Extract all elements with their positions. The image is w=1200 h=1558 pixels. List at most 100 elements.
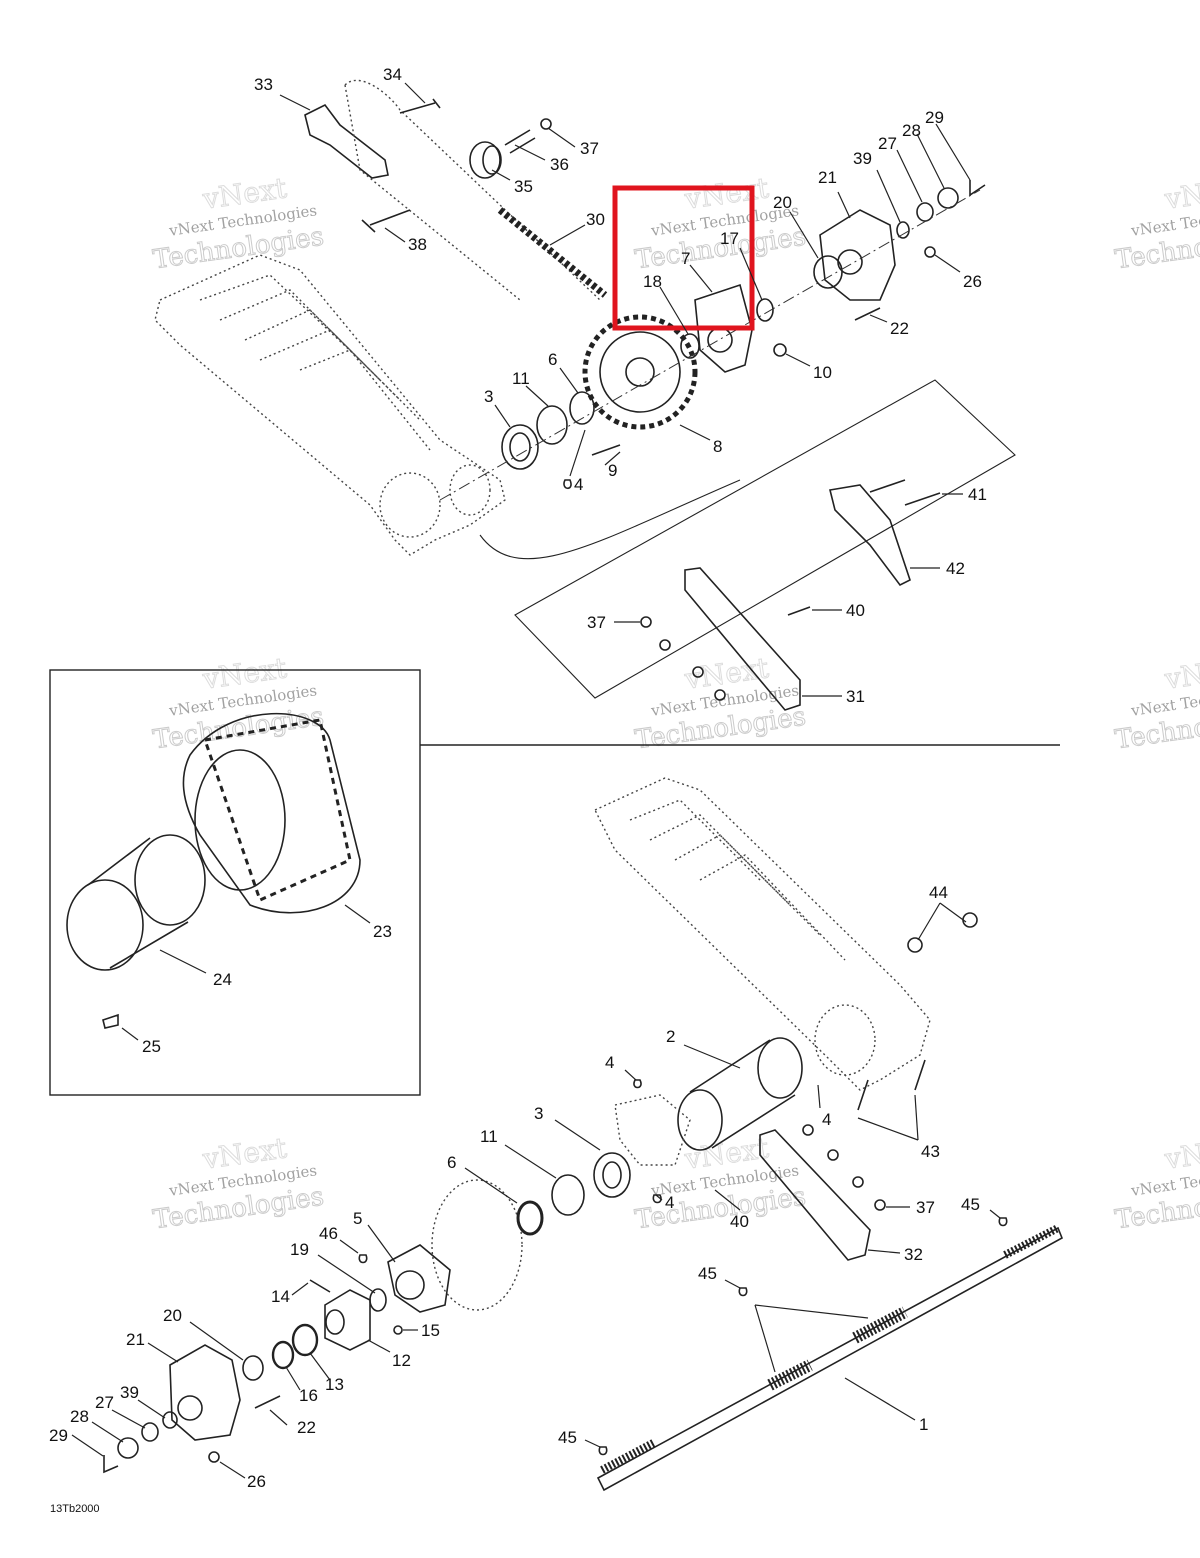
callout-18: 18: [643, 272, 662, 291]
bolt-38: [361, 209, 411, 233]
callout-30: 30: [586, 210, 605, 229]
callout-labels: 33 34 37 36 35 30 38 7 18 17 20 21 39 27…: [49, 65, 987, 1491]
callout-12: 12: [392, 1351, 411, 1370]
bolt-9: [591, 444, 621, 456]
seal-11b: [551, 1174, 585, 1216]
chain-guide: [304, 103, 389, 179]
nut-10: [773, 343, 787, 357]
callout-39-b: 39: [120, 1383, 139, 1402]
inset-pointer: [479, 479, 741, 560]
caliper-bracket-32: [759, 1129, 871, 1261]
callout-40-b: 40: [730, 1212, 749, 1231]
callout-31: 31: [846, 687, 865, 706]
grease-drop-45b: [738, 1287, 748, 1297]
nut-37: [540, 118, 552, 130]
seal-6b: [516, 1200, 544, 1236]
callout-26-b: 26: [247, 1472, 266, 1491]
callout-20: 20: [773, 193, 792, 212]
drive-chain: [497, 207, 608, 298]
washer-39b: [162, 1411, 178, 1429]
cotter-pin-29: [969, 180, 986, 197]
hub-21b-center: [177, 1395, 203, 1421]
nut-28: [937, 187, 959, 209]
callout-8: 8: [713, 437, 722, 456]
bolt-40: [787, 606, 811, 616]
callout-41: 41: [968, 485, 987, 504]
rear-axle: [596, 1226, 1064, 1492]
cotter-pin-29b: [103, 1455, 119, 1474]
assembly-axis-top: [439, 189, 981, 501]
chain-loop: [344, 79, 601, 301]
callout-32: 32: [904, 1245, 923, 1264]
grease-drop-46: [358, 1254, 368, 1264]
callout-21-b: 21: [126, 1330, 145, 1349]
callout-9: 9: [608, 461, 617, 480]
tire-bead: [194, 749, 286, 891]
bolt-34: [399, 98, 441, 114]
callout-37: 37: [580, 139, 599, 158]
callout-19: 19: [290, 1240, 309, 1259]
callout-22-b: 22: [297, 1418, 316, 1437]
swing-arm-bore: [449, 464, 491, 516]
block-12-bore: [325, 1309, 345, 1335]
nut-37-d: [692, 666, 704, 678]
grease-drop-4b: [633, 1079, 642, 1089]
callout-39: 39: [853, 149, 872, 168]
callout-23: 23: [373, 922, 392, 941]
housing-2-body: [689, 1039, 796, 1149]
callout-45-b: 45: [698, 1264, 717, 1283]
callout-28: 28: [902, 121, 921, 140]
callout-4-d: 4: [665, 1193, 674, 1212]
axle-splines: [600, 1224, 1060, 1474]
nut-15: [393, 1325, 403, 1335]
callout-35: 35: [514, 177, 533, 196]
callout-4-c: 4: [822, 1110, 831, 1129]
seal-11: [536, 405, 568, 445]
nut-37-h: [852, 1176, 864, 1188]
caliper-bracket-42: [829, 484, 911, 587]
rim-24-barrel: [87, 837, 189, 969]
nut-37-e: [714, 689, 726, 701]
chain-roller: [469, 141, 501, 179]
nut-28b: [117, 1437, 139, 1459]
lower-pivot: [814, 1004, 876, 1076]
rim-24-outer: [66, 879, 144, 971]
callout-25: 25: [142, 1037, 161, 1056]
nut-44-a: [907, 937, 923, 953]
ring-16: [271, 1340, 295, 1370]
callout-33: 33: [254, 75, 273, 94]
callout-3: 3: [484, 387, 493, 406]
rear-sprocket: [582, 314, 698, 430]
swing-arm-upper: [154, 254, 506, 556]
watermark-script: vNext: [1162, 1131, 1200, 1176]
callout-44: 44: [929, 883, 948, 902]
callout-11-b: 11: [480, 1127, 498, 1146]
bolt-22b: [254, 1395, 281, 1409]
sprocket-hub-7: [694, 283, 753, 373]
nut-44-b: [962, 912, 978, 928]
washer-27b: [141, 1422, 159, 1442]
washer-39: [896, 221, 910, 239]
callout-6-b: 6: [447, 1153, 456, 1172]
nut-26b: [208, 1451, 220, 1463]
swing-arm-lower-ribs: [629, 799, 846, 961]
hub-7-bore: [707, 327, 733, 353]
callout-37-b: 37: [587, 613, 606, 632]
callout-36: 36: [550, 155, 569, 174]
sprocket-outline-dotted: [614, 1094, 691, 1166]
callout-29-b: 29: [49, 1426, 68, 1445]
block-12: [324, 1289, 371, 1351]
housing-2-right: [757, 1037, 803, 1099]
washer-27: [916, 202, 934, 222]
spacer-20: [813, 255, 843, 289]
brake-disc-dotted: [431, 1179, 523, 1311]
o-ring-19: [369, 1288, 387, 1312]
figure-code: 13Tb2000: [50, 1503, 100, 1515]
callout-4: 4: [574, 475, 583, 494]
callout-10: 10: [813, 363, 832, 382]
nut-37-g: [827, 1149, 839, 1161]
callout-22: 22: [890, 319, 909, 338]
watermark-group: vNext vNext Technologies Technologies vN…: [151, 171, 1200, 1236]
valve-25: [102, 1013, 119, 1029]
